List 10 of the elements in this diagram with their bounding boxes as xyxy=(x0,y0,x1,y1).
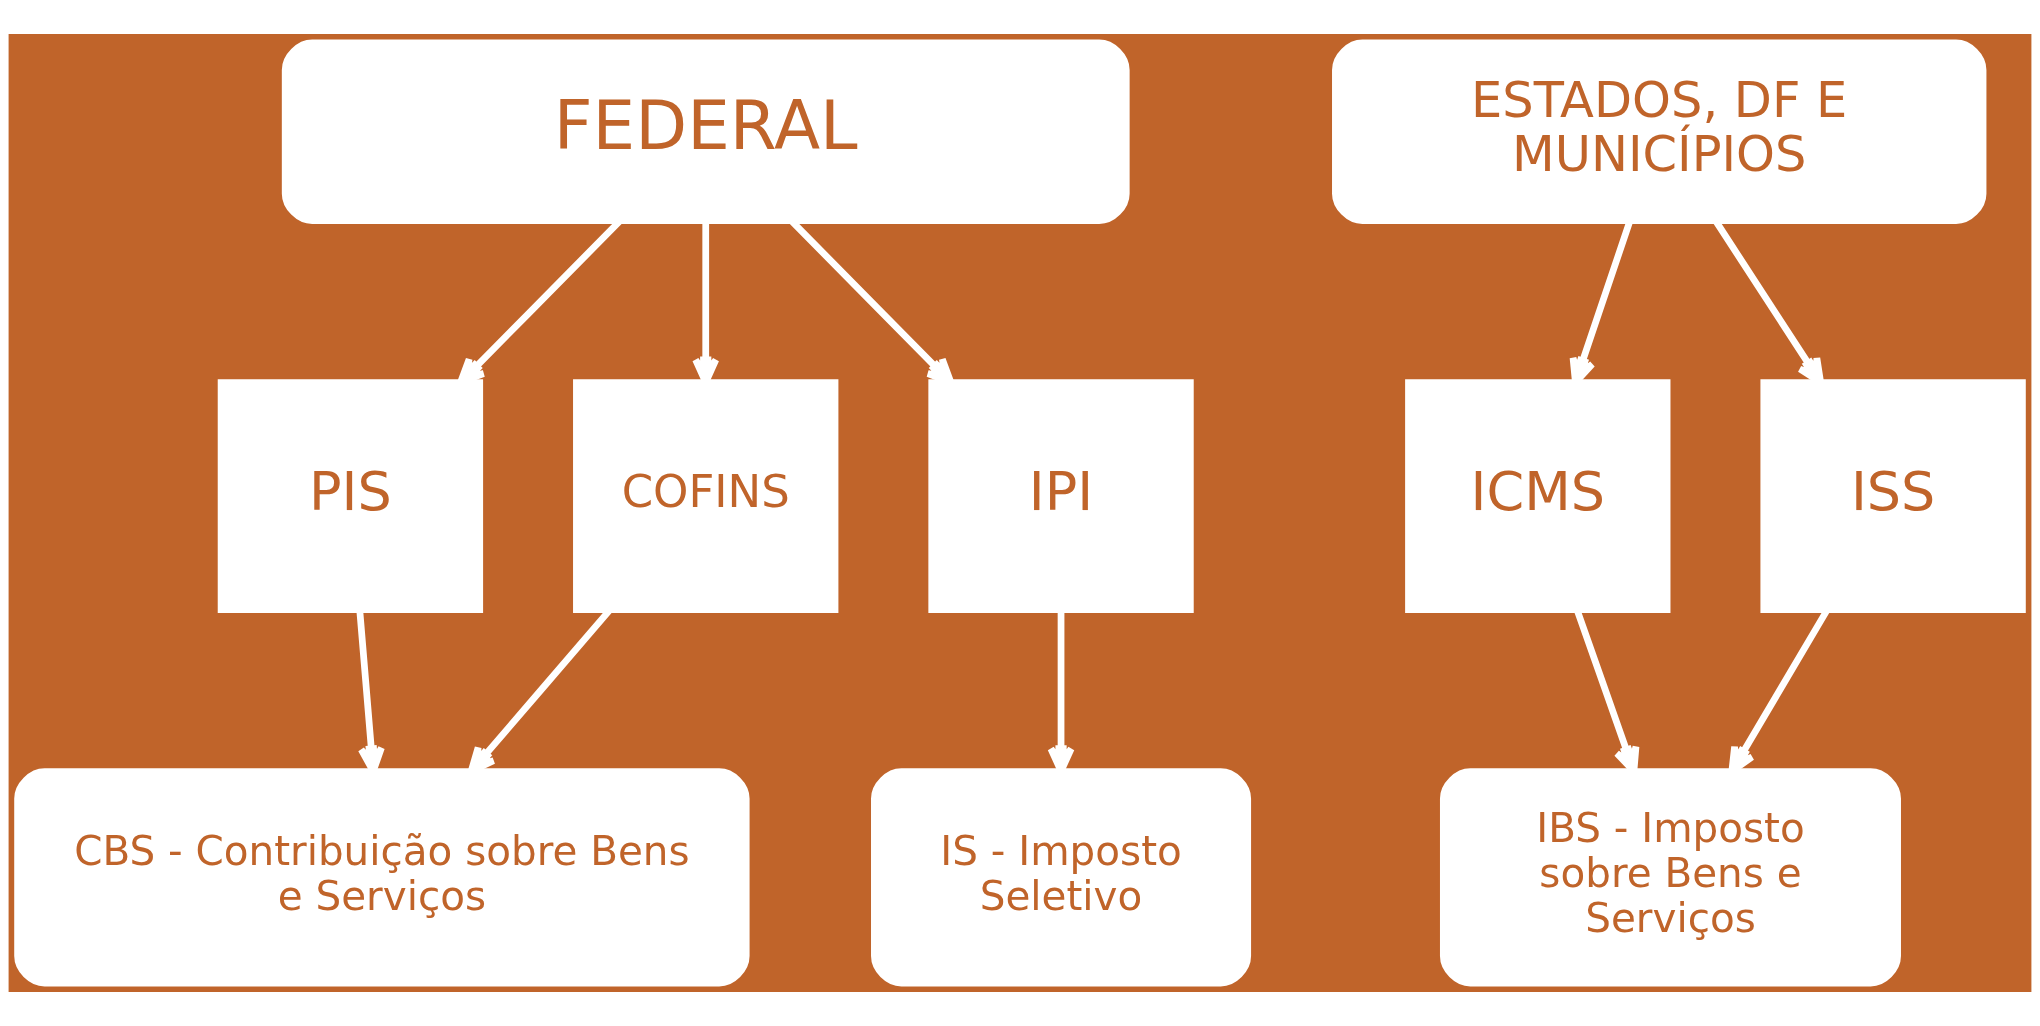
node-box: IS - Imposto Seletivo xyxy=(871,768,1252,987)
node-box: ISS xyxy=(1760,379,2026,614)
node-box: IPI xyxy=(928,379,1194,614)
node-box: FEDERAL xyxy=(281,39,1130,225)
node-box: ESTADOS, DF E MUNICÍPIOS xyxy=(1332,39,1987,225)
node-box: CBS - Contribuição sobre Bens e Serviços xyxy=(14,768,750,987)
node-box: COFINS xyxy=(573,379,839,614)
node-box: ICMS xyxy=(1405,379,1671,614)
node-box: IBS - Imposto sobre Bens e Serviços xyxy=(1439,768,1901,987)
node-box: PIS xyxy=(217,379,484,614)
